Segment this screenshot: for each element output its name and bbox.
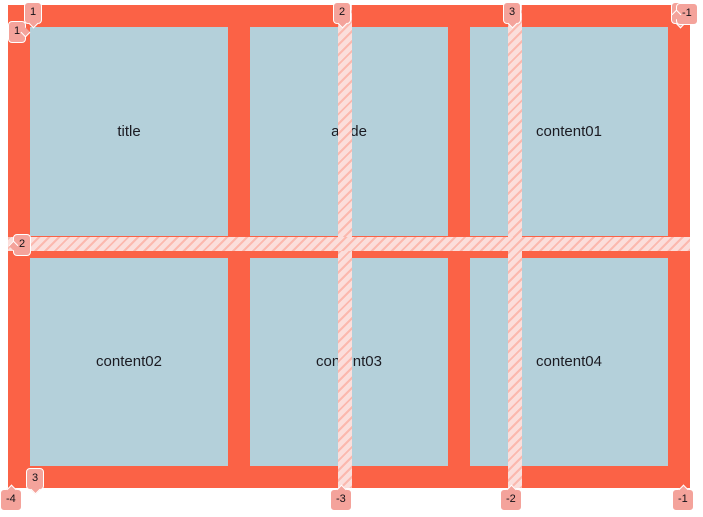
- grid-line-label-col-neg1[interactable]: -1: [672, 489, 694, 511]
- grid-item-aside: aside: [250, 27, 448, 236]
- grid-item-label: content04: [536, 353, 602, 371]
- grid-container: title aside content01 content02 content0…: [8, 5, 690, 488]
- grid-item-label: title: [117, 122, 141, 140]
- grid-item-content02: content02: [30, 257, 228, 466]
- grid-line-label-row-3[interactable]: 3: [26, 468, 45, 490]
- grid-item-label: content01: [536, 122, 602, 140]
- grid-line-label-col-neg3[interactable]: -3: [330, 489, 352, 511]
- grid-item-title: title: [30, 27, 228, 236]
- grid-line-label-row-neg1[interactable]: -1: [676, 3, 698, 25]
- grid-line-label-col-neg2[interactable]: -2: [500, 489, 522, 511]
- grid-line-label-row-2[interactable]: 2: [13, 234, 32, 256]
- grid-line-label-col-neg4[interactable]: -4: [0, 489, 22, 511]
- grid-line-label-col-3[interactable]: 3: [503, 2, 522, 24]
- grid-line-label-row-1[interactable]: 1: [8, 21, 27, 43]
- grid-item-label: content03: [316, 353, 382, 371]
- grid-item-label: aside: [331, 122, 367, 140]
- grid-item-label: content02: [96, 353, 162, 371]
- grid-item-content04: content04: [470, 257, 668, 466]
- grid-item-content01: content01: [470, 27, 668, 236]
- grid-line-label-col-2[interactable]: 2: [333, 2, 352, 24]
- grid-line-label-col-1[interactable]: 1: [24, 2, 43, 24]
- grid-item-content03: content03: [250, 257, 448, 466]
